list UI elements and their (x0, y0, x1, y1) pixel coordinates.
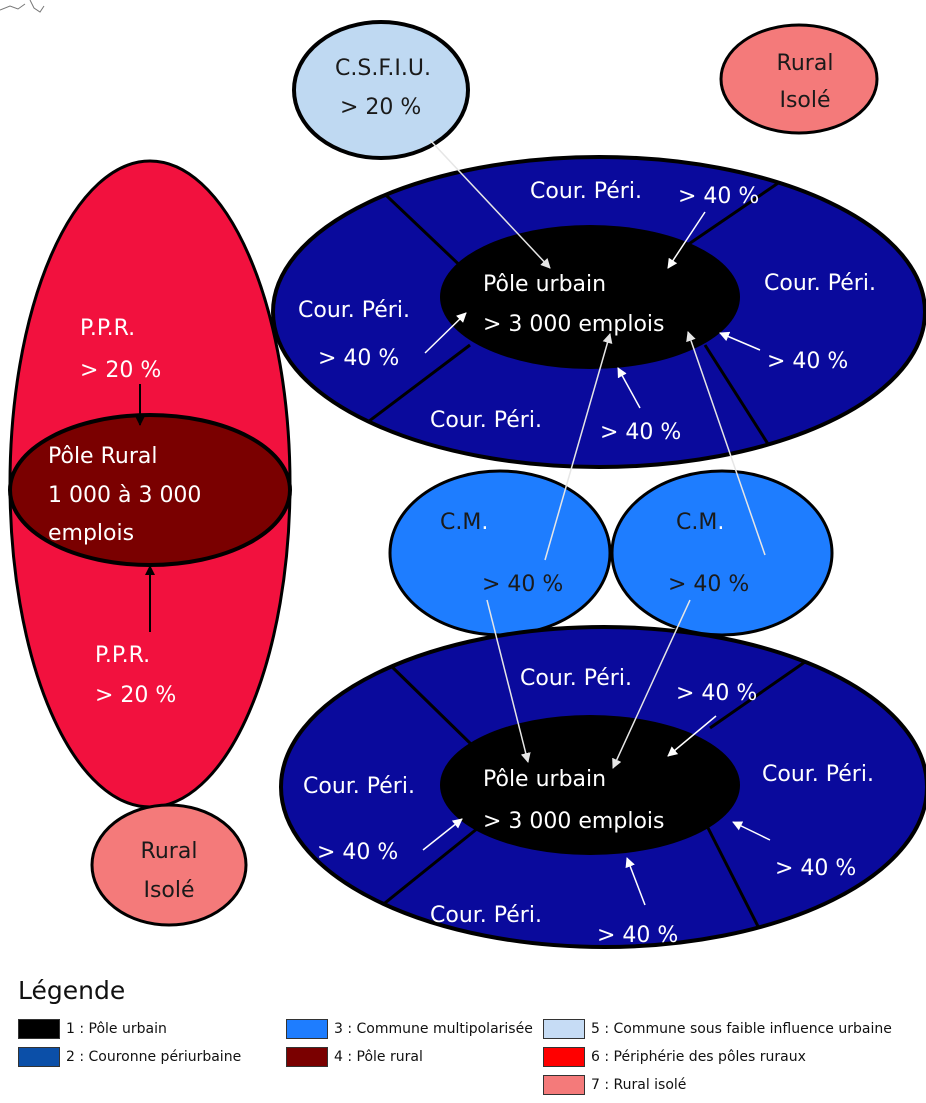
arrow-cm-right-to-top-pole (686, 331, 766, 556)
legend-item-pole-urbain: 1 : Pôle urbain (18, 1018, 167, 1040)
legend-label: 3 : Commune multipolarisée (334, 1021, 533, 1037)
rural-isole-bottom-line1: Rural (141, 839, 198, 864)
ppr-bottom-line2: > 20 % (95, 683, 176, 708)
legend-swatch (543, 1047, 585, 1067)
arrow-top-cour-bottom (617, 367, 641, 409)
rural-pole-line3: emplois (48, 521, 134, 546)
legend-label: 4 : Pôle rural (334, 1049, 423, 1065)
urban-bottom-cour-right-pct: > 40 % (775, 856, 856, 881)
urban-top-cour-right-pct: > 40 % (767, 349, 848, 374)
legend-swatch (18, 1047, 60, 1067)
cm-left-pct: > 40 % (482, 572, 563, 597)
legend-title: Légende (18, 976, 126, 1005)
legend-swatch (543, 1019, 585, 1039)
legend-swatch (286, 1047, 328, 1067)
urban-top-cour-left-label: Cour. Péri. (298, 298, 410, 323)
arrow-top-cour-top (667, 211, 706, 269)
rural-pole-line1: Pôle Rural (48, 444, 157, 469)
urban-bottom-cour-top-pct: > 40 % (676, 681, 757, 706)
rural-pole-line2: 1 000 à 3 000 (48, 483, 201, 508)
legend-label: 5 : Commune sous faible influence urbain… (591, 1021, 892, 1037)
urban-bottom-cour-bottom-pct: > 40 % (597, 923, 678, 948)
legend-item-peripherie: 6 : Périphérie des pôles ruraux (543, 1046, 806, 1068)
urban-top-cour-right-label: Cour. Péri. (764, 271, 876, 296)
urban-bottom-pole-line1: Pôle urbain (483, 767, 606, 792)
arrow-bot-cour-left (422, 818, 463, 851)
legend-swatch (286, 1019, 328, 1039)
legend-item-pole-rural: 4 : Pôle rural (286, 1046, 423, 1068)
urban-bottom-cour-top-label: Cour. Péri. (520, 666, 632, 691)
legend-item-multipolarisee: 3 : Commune multipolarisée (286, 1018, 533, 1040)
urban-top-pole (440, 225, 740, 369)
urban-top-pole-line1: Pôle urbain (483, 272, 606, 297)
cm-left-label: C.M. (440, 510, 488, 535)
urban-bottom-cour-left-label: Cour. Péri. (303, 774, 415, 799)
urban-top-cour-bottom-pct: > 40 % (600, 420, 681, 445)
legend-label: 2 : Couronne périurbaine (66, 1049, 242, 1065)
arrow-bot-cour-bottom (625, 857, 646, 906)
arrow-top-cour-left (424, 312, 467, 354)
arrow-cm-left-to-bottom-pole (486, 599, 531, 763)
rural-isole-bottom-line2: Isolé (143, 878, 194, 903)
urban-bottom-cour-left-pct: > 40 % (317, 840, 398, 865)
ppr-top-line2: > 20 % (80, 358, 161, 383)
urban-bottom-cour-right-label: Cour. Péri. (762, 762, 874, 787)
rural-isole-top-line2: Isolé (779, 88, 830, 113)
urban-top-pole-line2: > 3 000 emplois (483, 312, 664, 337)
legend-swatch (543, 1075, 585, 1095)
rural-isole-top-line1: Rural (777, 51, 834, 76)
legend-label: 1 : Pôle urbain (66, 1021, 167, 1037)
legend-label: 6 : Périphérie des pôles ruraux (591, 1049, 806, 1065)
ppr-bottom-line1: P.P.R. (95, 643, 150, 668)
arrow-cm-right-to-bottom-pole (612, 599, 691, 769)
urban-bottom-pole-line2: > 3 000 emplois (483, 809, 664, 834)
urban-top-cour-top-label: Cour. Péri. (530, 179, 642, 204)
urban-top-cour-left-pct: > 40 % (318, 346, 399, 371)
legend-swatch (18, 1019, 60, 1039)
map-fragment (0, 0, 45, 13)
csfiu-line2: > 20 % (340, 95, 421, 120)
rural-isole-bottom (90, 803, 248, 927)
legend-item-couronne: 2 : Couronne périurbaine (18, 1046, 241, 1068)
csfiu-line1: C.S.F.I.U. (335, 56, 431, 81)
cm-bubble-right (610, 469, 834, 637)
urban-bottom-cour-bottom-label: Cour. Péri. (430, 903, 542, 928)
rural-isole-top (719, 23, 879, 135)
cm-right-pct: > 40 % (668, 572, 749, 597)
arrow-bot-cour-top (667, 715, 717, 757)
arrow-csfiu-to-pole (429, 139, 551, 269)
arrow-top-cour-right (719, 331, 761, 351)
urban-top-cour-bottom-label: Cour. Péri. (430, 408, 542, 433)
urban-top-cour-top-pct: > 40 % (678, 184, 759, 209)
csfiu-bubble (292, 20, 470, 160)
legend-label: 7 : Rural isolé (591, 1077, 687, 1093)
arrow-bot-cour-right (732, 821, 771, 841)
cm-bubble-left (388, 469, 612, 637)
ppr-top-line1: P.P.R. (80, 316, 135, 341)
legend-item-csfiu: 5 : Commune sous faible influence urbain… (543, 1018, 892, 1040)
legend-item-rural-isole: 7 : Rural isolé (543, 1074, 686, 1096)
cm-right-label: C.M. (676, 510, 724, 535)
urban-bottom-pole (440, 715, 740, 855)
arrow-cm-left-to-top-pole (544, 333, 613, 561)
